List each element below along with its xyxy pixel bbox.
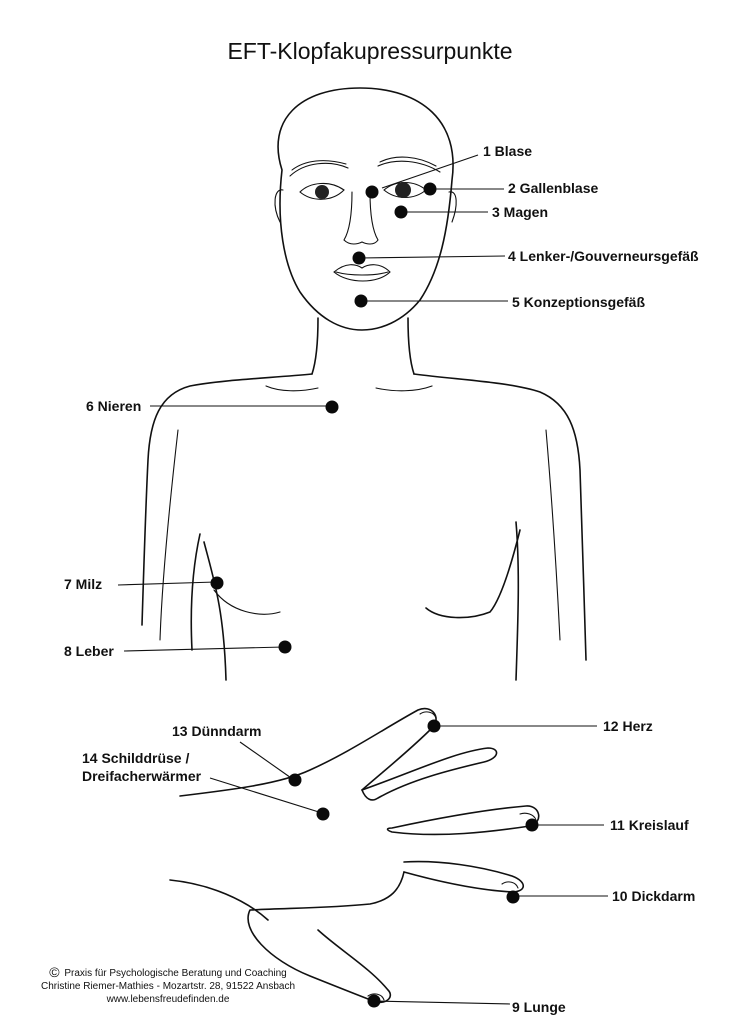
point-12-herz — [427, 719, 441, 733]
point-14-schilddruese — [316, 807, 330, 821]
point-7-milz — [210, 576, 224, 590]
label-point-14-line2: Dreifacherwärmer — [82, 768, 202, 784]
label-point-12: 12 Herz — [603, 718, 653, 734]
label-point-7: 7 Milz — [64, 576, 103, 592]
footer-practice-name: Praxis für Psychologische Beratung und C… — [64, 968, 287, 979]
point-9-lunge — [367, 994, 381, 1008]
label-point-9: 9 Lunge — [512, 999, 566, 1015]
point-5-konzeptionsgefaess — [354, 294, 368, 308]
label-point-3: 3 Magen — [492, 204, 549, 220]
copyright-symbol: © — [49, 964, 60, 980]
point-2-gallenblase — [423, 182, 437, 196]
label-point-1: 1 Blase — [483, 143, 533, 159]
point-8-leber — [278, 640, 292, 654]
tapping-points — [210, 182, 539, 1008]
label-point-2: 2 Gallenblase — [508, 180, 599, 196]
label-point-5: 5 Konzeptionsgefäß — [512, 294, 646, 310]
leader-lines — [117, 154, 608, 1005]
label-point-14-line1: 14 Schilddrüse / — [82, 750, 190, 766]
point-10-dickdarm — [506, 890, 520, 904]
point-11-kreislauf — [525, 818, 539, 832]
label-point-13: 13 Dünndarm — [172, 723, 262, 739]
label-point-10: 10 Dickdarm — [612, 888, 696, 904]
footer-credits: © Praxis für Psychologische Beratung und… — [18, 964, 318, 1006]
torso-drawing — [141, 317, 587, 681]
label-point-8: 8 Leber — [64, 643, 114, 659]
point-13-duenndarm — [288, 773, 302, 787]
hand-drawing — [169, 707, 540, 1004]
point-6-nieren — [325, 400, 339, 414]
label-point-11: 11 Kreislauf — [610, 817, 689, 833]
footer-line-1: © Praxis für Psychologische Beratung und… — [18, 964, 318, 980]
label-point-4: 4 Lenker-/Gouverneursgefäß — [508, 248, 699, 264]
head-drawing — [274, 87, 457, 331]
diagram-title: EFT-Klopfakupressurpunkte — [227, 38, 513, 64]
footer-address: Christine Riemer-Mathies - Mozartstr. 28… — [41, 981, 295, 992]
point-3-magen — [394, 205, 408, 219]
point-1-blase — [365, 185, 379, 199]
point-4-lenkergefaess — [352, 251, 366, 265]
footer-website[interactable]: www.lebensfreudefinden.de — [106, 994, 230, 1005]
label-point-6: 6 Nieren — [86, 398, 142, 414]
